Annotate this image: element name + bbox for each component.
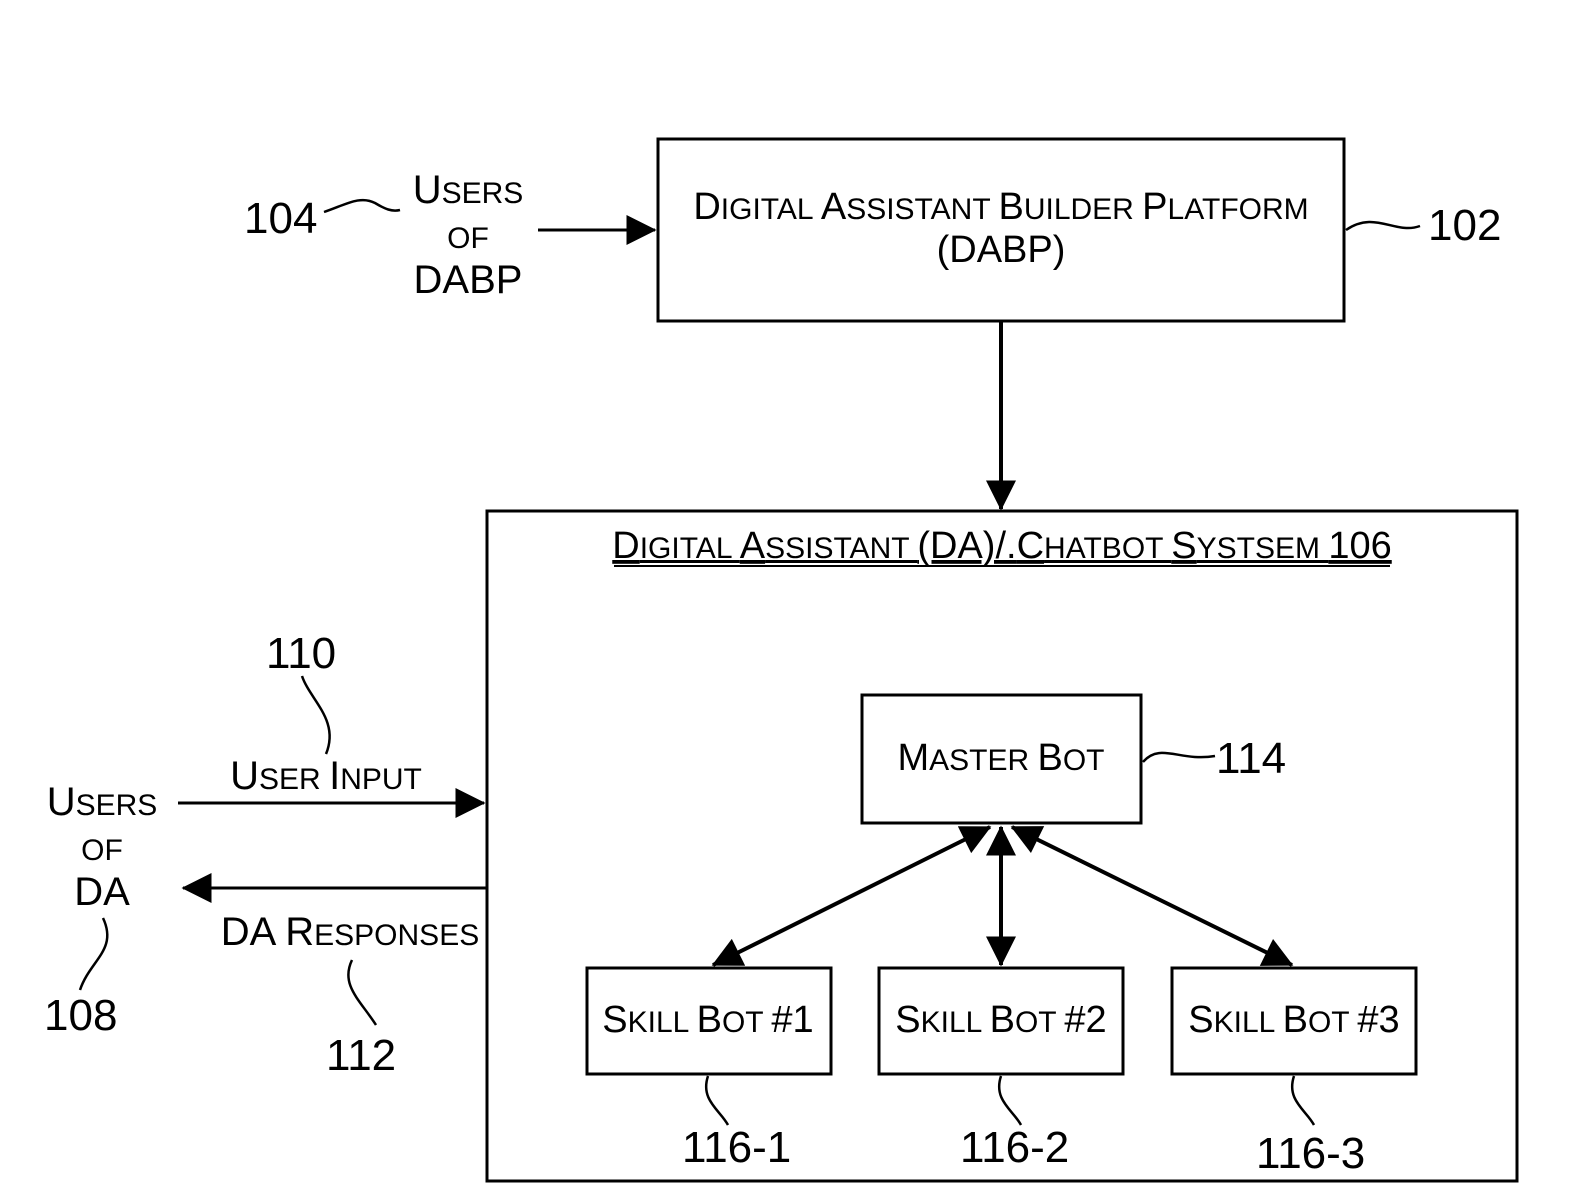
skill-bot-2-ref: 116-2 — [960, 1123, 1069, 1172]
dabp-box: DIGITAL ASSISTANT BUILDER PLATFORM (DABP… — [658, 139, 1344, 321]
da-responses-ref: 112 — [326, 1031, 396, 1080]
skill-bot-2-label: SKILL BOT #2 — [895, 999, 1106, 1041]
skill-bot-2-box: SKILL BOT #2 — [879, 968, 1123, 1074]
dabp-ref: 102 — [1428, 201, 1501, 250]
da-users-ref-leader — [80, 918, 107, 990]
master-bot-ref-leader — [1143, 753, 1215, 762]
dabp-users-ref-leader — [324, 200, 400, 212]
dabp-ref-leader — [1346, 222, 1420, 230]
master-bot-box: MASTER BOT — [862, 695, 1141, 823]
da-responses-label: DA RESPONSES — [221, 910, 479, 954]
skill-bot-1-label: SKILL BOT #1 — [602, 999, 813, 1041]
da-system-title: DIGITAL ASSISTANT (DA)/.CHATBOT SYSTSEM … — [612, 525, 1392, 567]
skill-bot-3-label: SKILL BOT #3 — [1188, 999, 1399, 1041]
master-bot-label: MASTER BOT — [897, 737, 1104, 779]
skill-bot-3-ref-leader — [1292, 1076, 1314, 1125]
dabp-users-line2: OF — [447, 222, 489, 255]
skill-bot-1-ref: 116-1 — [682, 1123, 791, 1172]
da-users-line1: USERS — [47, 780, 158, 824]
skill-bot-1-box: SKILL BOT #1 — [587, 968, 831, 1074]
dabp-users-ref: 104 — [244, 194, 317, 243]
master-skill3-connector — [1012, 827, 1292, 965]
user-input-label: USER INPUT — [230, 754, 422, 798]
dabp-users-line3: DABP — [414, 258, 523, 302]
dabp-title: DIGITAL ASSISTANT BUILDER PLATFORM — [693, 186, 1308, 228]
da-users-line3: DA — [74, 870, 130, 914]
user-input-ref-leader — [302, 676, 330, 754]
dabp-users-label: USERS OF DABP — [413, 168, 524, 302]
da-responses-ref-leader — [348, 960, 376, 1025]
skill-bot-2-ref-leader — [999, 1076, 1021, 1125]
da-users-label: USERS OF DA — [47, 780, 158, 914]
dabp-subtitle: (DABP) — [937, 229, 1066, 271]
user-input-ref: 110 — [266, 629, 336, 678]
da-users-ref: 108 — [44, 991, 117, 1040]
skill-bot-3-box: SKILL BOT #3 — [1172, 968, 1416, 1074]
dabp-users-line1: USERS — [413, 168, 524, 212]
da-users-line2: OF — [81, 834, 123, 867]
skill-bot-1-ref-leader — [706, 1076, 728, 1125]
master-bot-ref: 114 — [1216, 734, 1286, 783]
master-skill1-connector — [713, 827, 990, 965]
skill-bot-3-ref: 116-3 — [1256, 1129, 1365, 1178]
